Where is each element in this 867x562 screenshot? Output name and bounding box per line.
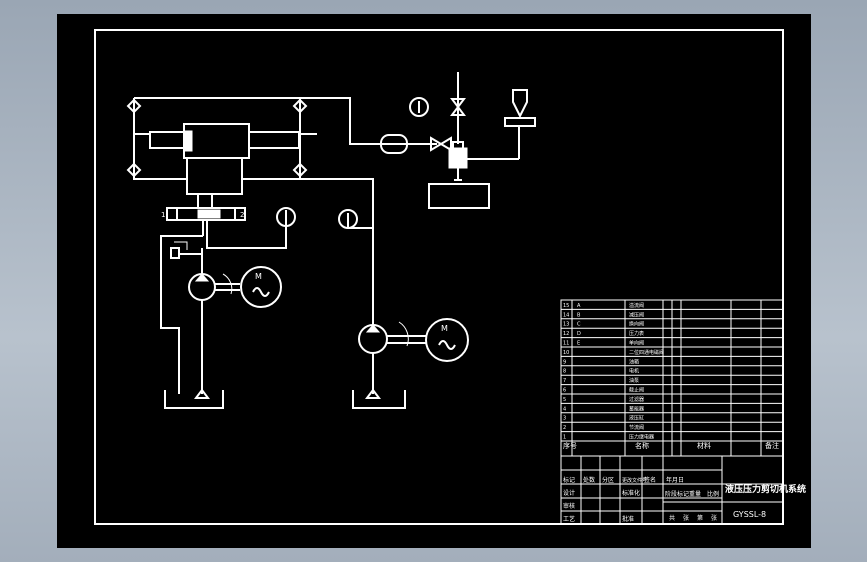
part-row-name: 油泵 [629,377,639,384]
meta-count: 处数 [583,476,595,484]
drawing-code: GYSSL-8 [733,510,766,519]
pressure-gauge-top [409,97,429,117]
part-row-no: 6 [563,388,566,394]
part-row-name: 换向阀 [629,321,644,328]
drawing-title: 液压压力剪切机系统 [725,483,806,495]
part-row-no: 12 [563,331,569,337]
meta-design: 设计 [563,489,575,497]
col-header-name: 名称 [635,441,649,450]
hydraulic-schematic: 1 2 M [94,29,806,525]
part-row-no: 15 [563,303,569,309]
meta-mark: 标记 [563,476,575,484]
meta-date: 年月日 [666,476,684,484]
col-header-material: 材料 [697,441,711,450]
part-row-code: C [577,322,581,328]
part-row-name: 节流阀 [629,424,644,431]
oil-tank-2 [352,388,406,409]
accumulator [380,134,431,154]
pump-2 [358,232,427,394]
sheet-total: 共 [669,514,675,522]
directional-valve: 1 2 [161,194,246,221]
part-row-no: 14 [563,312,569,318]
part-row-no: 3 [563,416,566,422]
part-row-name: 溢流阀 [629,302,644,309]
pressure-gauge-right [338,209,373,229]
part-row-no: 7 [563,378,566,384]
part-row-code: A [577,303,581,309]
stage-scale: 比例 [707,490,719,498]
motor-2-label: M [441,324,448,333]
part-row-no: 4 [563,406,566,412]
part-row-name: 二位四通电磁阀 [629,349,664,356]
pressure-line-right [242,178,374,232]
meta-change-doc: 更改文件号 [622,477,647,484]
part-row-no: 9 [563,359,566,365]
meta-process: 工艺 [563,515,575,523]
part-row-name: 电机 [629,368,639,375]
stage-mark: 阶段标记 [665,490,689,498]
part-row-no: 1 [563,435,566,441]
part-row-no: 13 [563,322,569,328]
part-row-code: D [577,331,581,337]
relief-valve [170,241,202,259]
meta-zone: 分区 [602,476,614,484]
hydraulic-cylinder [149,123,300,195]
cylinder-loop-lines [126,97,437,180]
meta-standard: 标准化 [622,489,640,497]
motor-1: M [240,266,282,308]
part-row-no: 10 [563,350,569,356]
stage-weight: 重量 [689,490,701,498]
part-row-name: 油箱 [629,358,639,365]
sheet-current: 第 [697,514,703,522]
part-row-no: 8 [563,369,566,375]
part-row-no: 11 [563,341,569,347]
meta-approve: 批准 [622,515,634,523]
part-row-no: 5 [563,397,566,403]
pump-1 [188,248,240,394]
filter-hopper [504,89,536,159]
part-row-name: 蓄能器 [629,405,644,412]
drawing-sheet: 1 2 M [57,14,811,548]
svg-text:2: 2 [240,211,244,219]
col-header-remark: 备注 [765,441,779,450]
shear-head [428,72,519,209]
col-header-no: 序号 [563,441,577,450]
part-row-name: 液压缸 [629,415,644,422]
part-row-code: B [577,312,581,318]
meta-sign: 签名 [644,476,656,484]
sheet-current-unit: 张 [711,514,717,522]
part-row-no: 2 [563,425,566,431]
part-row-name: 压力表 [629,330,644,337]
sheet-total-unit: 张 [683,514,689,522]
meta-review: 审核 [563,502,575,510]
inner-border [94,29,784,525]
part-row-name: 压力继电器 [629,434,654,441]
motor-2: M [425,318,469,362]
svg-text:1: 1 [161,211,165,219]
part-row-name: 减压阀 [629,311,644,318]
pressure-gauge-left [276,207,296,227]
part-row-name: 过滤器 [629,396,644,403]
part-row-name: 截止阀 [629,387,644,394]
part-row-name: 单向阀 [629,340,644,347]
part-row-code: E [577,341,580,347]
motor-1-label: M [255,272,262,281]
valve-ports [160,220,287,394]
oil-tank-1 [164,388,224,409]
